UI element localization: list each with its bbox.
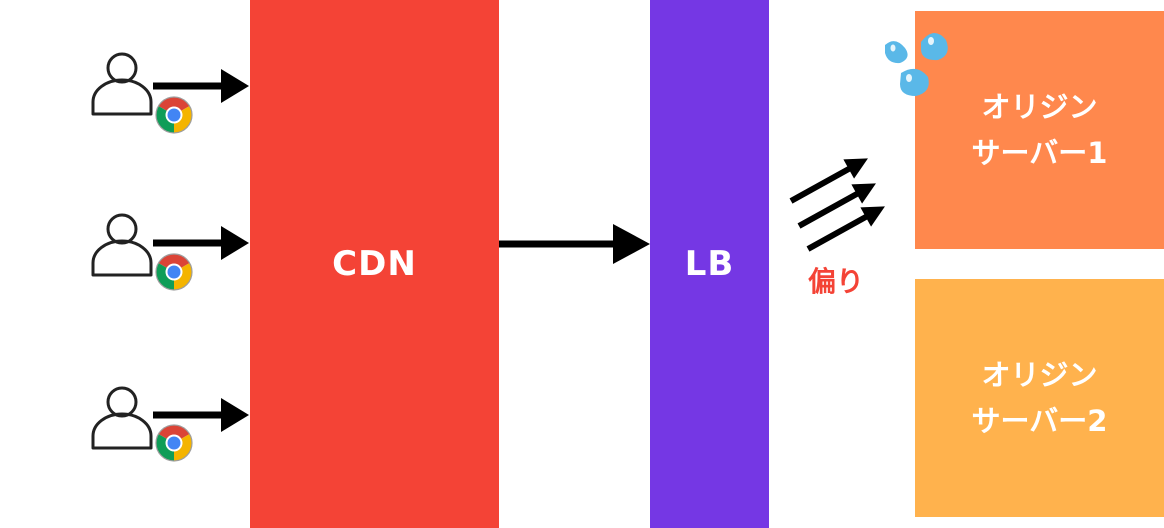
- chrome-icon: [155, 96, 193, 134]
- cdn-label: CDN: [332, 244, 417, 284]
- arrow-cdn-to-lb: [499, 224, 650, 264]
- user-icon: [91, 386, 153, 450]
- user-1: [91, 52, 193, 134]
- chrome-icon: [155, 424, 193, 462]
- origin-server-2-block: オリジン サーバー2: [915, 279, 1164, 517]
- sweat-drops-icon: [885, 32, 948, 96]
- bias-label: 偏り: [808, 265, 865, 298]
- origin-server-1-block: オリジン サーバー1: [915, 11, 1164, 249]
- origin-server-1-label-line1: オリジン: [981, 90, 1098, 124]
- user-icon: [91, 52, 153, 116]
- user-2: [91, 213, 193, 291]
- lb-label: LB: [684, 244, 735, 284]
- user-3: [91, 386, 193, 462]
- biased-traffic-arrows: [789, 158, 885, 252]
- load-balancer-block: LB: [650, 0, 769, 528]
- origin-server-2-label-line1: オリジン: [981, 358, 1098, 392]
- user-icon: [91, 213, 153, 277]
- origin-server-2-label-line2: サーバー2: [971, 404, 1108, 438]
- chrome-icon: [155, 253, 193, 291]
- origin-server-1-label-line2: サーバー1: [971, 136, 1108, 170]
- cdn-block: CDN: [250, 0, 499, 528]
